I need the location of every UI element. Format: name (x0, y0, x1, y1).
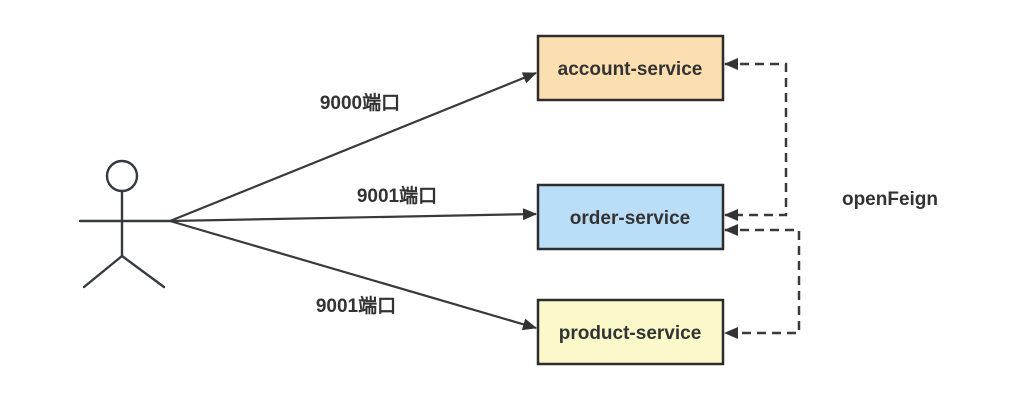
account-service-label: account-service (558, 59, 703, 80)
order-service-node: order-service (536, 183, 725, 251)
openfeign-label: openFeign (842, 189, 938, 210)
port-label-account: 9000端口 (320, 91, 400, 114)
actor-right-leg (120, 254, 166, 289)
request-arrow-account-service (169, 71, 537, 223)
account-service-node: account-service (536, 34, 725, 102)
request-arrow-product-service (169, 219, 537, 331)
actor-left-leg (82, 254, 124, 289)
product-service-box (536, 298, 725, 366)
product-service-node: product-service (536, 298, 725, 366)
account-service-box (536, 34, 725, 102)
port-label-order: 9001端口 (357, 184, 437, 207)
request-arrow-order-service (169, 208, 537, 223)
order-service-box (536, 183, 725, 251)
order-service-label: order-service (570, 208, 690, 229)
feign-connector-order-product (724, 224, 801, 339)
feign-connector-account-order (724, 58, 788, 221)
stick-figure-person-icon (78, 159, 172, 289)
actor-head (105, 159, 139, 193)
product-service-label: product-service (559, 323, 702, 344)
port-label-product: 9001端口 (316, 294, 396, 317)
